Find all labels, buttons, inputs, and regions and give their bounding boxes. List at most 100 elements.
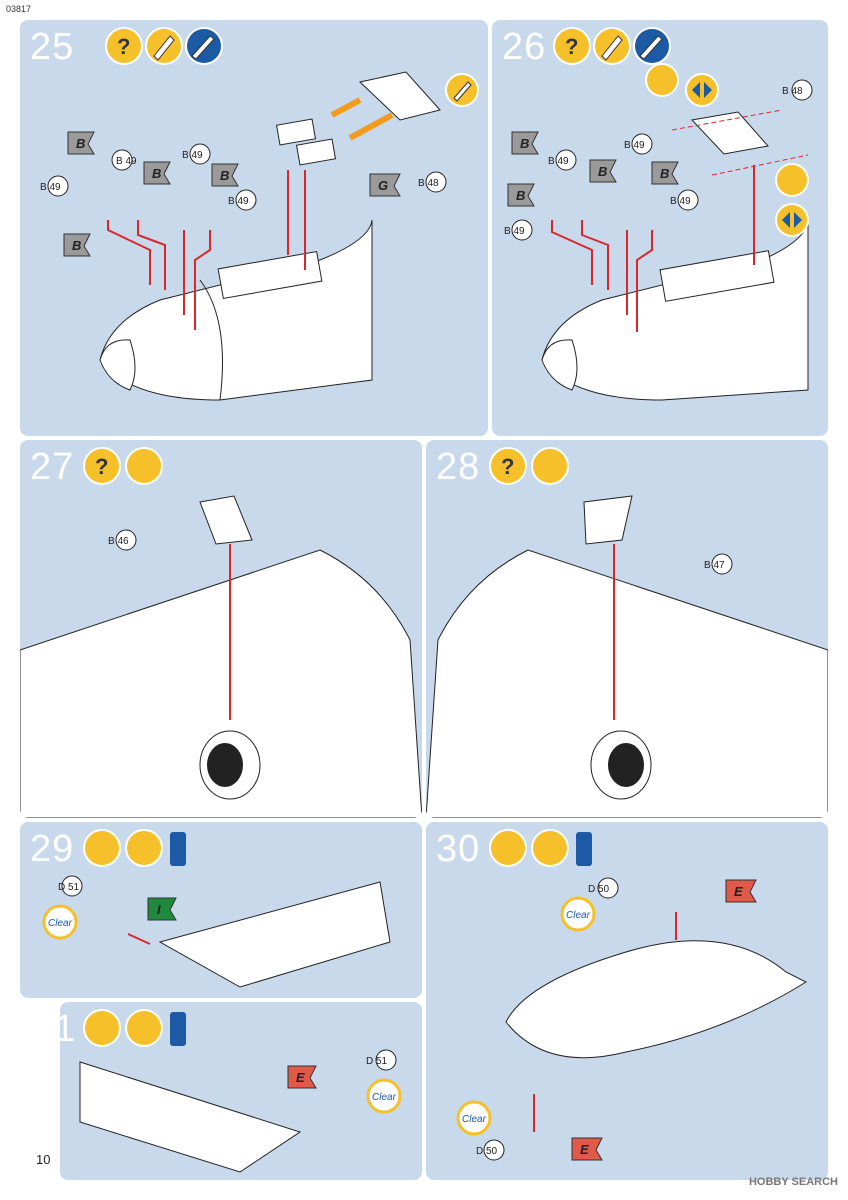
paint-brush-icon xyxy=(633,27,671,65)
part-label: D 50 xyxy=(588,877,619,899)
step-29-drawing: I Clear D 51 xyxy=(42,829,391,988)
flag-e: E xyxy=(725,879,757,903)
svg-text:Clear: Clear xyxy=(372,1092,397,1103)
svg-text:B: B xyxy=(220,168,229,183)
svg-text:D 50: D 50 xyxy=(476,1146,498,1157)
clear-icon: Clear xyxy=(366,1078,402,1114)
svg-text:Clear: Clear xyxy=(462,1114,487,1125)
svg-text:?: ? xyxy=(565,34,578,59)
step-number: 28 xyxy=(436,446,481,488)
step-31-drawing: E Clear D 51 xyxy=(79,1009,402,1173)
glue-icon xyxy=(445,73,479,107)
part-label: B 49 xyxy=(111,149,137,171)
step-29-panel: 29 I Clear D 51 xyxy=(20,822,422,998)
svg-text:B 48: B 48 xyxy=(418,178,439,189)
part-label: B 49 xyxy=(548,149,577,171)
svg-text:B 49: B 49 xyxy=(182,150,203,161)
svg-text:I: I xyxy=(157,902,161,917)
step-27-drawing: ? B 46 xyxy=(20,447,422,818)
watermark: HOBBY SEARCH xyxy=(748,1176,838,1188)
svg-text:B: B xyxy=(152,166,161,181)
glue-icon xyxy=(83,829,121,867)
flag-b: B xyxy=(63,233,91,257)
flip-icon xyxy=(775,203,809,237)
step-number: 26 xyxy=(502,26,547,68)
svg-text:B 47: B 47 xyxy=(704,560,725,571)
svg-text:D 51: D 51 xyxy=(366,1056,388,1067)
svg-text:B 49: B 49 xyxy=(40,182,61,193)
svg-text:B 49: B 49 xyxy=(116,156,137,167)
paint-bottle-icon xyxy=(576,832,592,866)
step-25-drawing: ? B B B B G B 49 B 49 B 49 B 49 B 48 xyxy=(40,27,479,401)
flag-b: B xyxy=(507,183,535,207)
glue-icon xyxy=(83,1009,121,1047)
svg-text:E: E xyxy=(580,1142,589,1157)
flag-e: E xyxy=(571,1137,603,1161)
info-icon: ? xyxy=(553,27,591,65)
svg-text:B: B xyxy=(598,164,607,179)
step-30-drawing: E E Clear Clear D 50 D 50 xyxy=(456,829,808,1161)
svg-text:D 51: D 51 xyxy=(58,882,80,893)
paint-bottle-icon xyxy=(170,1012,186,1046)
paint-brush-icon xyxy=(185,27,223,65)
svg-text:Clear: Clear xyxy=(48,918,73,929)
step-number: 31 xyxy=(60,1008,77,1050)
clear-icon: Clear xyxy=(42,904,78,940)
glue-icon xyxy=(645,63,679,97)
flag-b: B xyxy=(211,163,239,187)
part-label: B 49 xyxy=(504,219,533,241)
glue-icon xyxy=(593,27,631,65)
clear-icon: Clear xyxy=(560,896,596,932)
info-icon: ? xyxy=(83,447,121,485)
document-code: 03817 xyxy=(6,4,32,14)
step-number: 27 xyxy=(30,446,75,488)
step-30-panel: 30 E E Clear Clear D 50 D 50 xyxy=(426,822,828,1180)
flag-b: B xyxy=(589,159,617,183)
svg-text:B: B xyxy=(516,188,525,203)
step-25-panel: 25 ? B B B B G B 49 B 49 B 49 B xyxy=(20,20,488,436)
part-label: B 48 xyxy=(418,171,447,193)
flag-e: E xyxy=(287,1065,317,1089)
glue-icon xyxy=(125,447,163,485)
svg-text:B 48: B 48 xyxy=(782,86,803,97)
step-31-panel: 31 E Clear D 51 xyxy=(60,1002,422,1180)
svg-text:E: E xyxy=(734,884,743,899)
glue-icon xyxy=(531,447,569,485)
paint-bottle-icon xyxy=(170,832,186,866)
flip-icon xyxy=(685,73,719,107)
part-label: B 48 xyxy=(782,79,813,101)
step-28-panel: 28 ? B 47 xyxy=(426,440,828,818)
svg-text:?: ? xyxy=(95,454,108,479)
flag-b: B xyxy=(143,161,171,185)
svg-text:D 50: D 50 xyxy=(588,884,610,895)
part-label: D 51 xyxy=(58,875,83,897)
part-label: D 50 xyxy=(476,1139,505,1161)
svg-text:G: G xyxy=(378,178,388,193)
svg-text:B: B xyxy=(660,166,669,181)
flag-b: B xyxy=(67,131,95,155)
paint-brush-icon xyxy=(531,829,569,867)
part-label: D 51 xyxy=(366,1049,397,1071)
info-icon: ? xyxy=(105,27,143,65)
part-label: B 49 xyxy=(624,133,653,155)
svg-text:?: ? xyxy=(117,34,130,59)
step-27-panel: 27 ? B 46 xyxy=(20,440,422,818)
svg-text:B 49: B 49 xyxy=(548,156,569,167)
svg-text:B: B xyxy=(76,136,85,151)
svg-text:Clear: Clear xyxy=(566,910,591,921)
part-label: B 47 xyxy=(704,553,733,575)
flag-b: B xyxy=(511,131,539,155)
part-label: B 49 xyxy=(40,175,69,197)
step-28-drawing: ? B 47 xyxy=(426,447,828,818)
info-icon: ? xyxy=(489,447,527,485)
svg-text:B 49: B 49 xyxy=(624,140,645,151)
flag-b: B xyxy=(651,161,679,185)
step-number: 30 xyxy=(436,828,481,870)
paint-brush-icon xyxy=(125,829,163,867)
step-number: 25 xyxy=(30,26,75,68)
glue-icon xyxy=(145,27,183,65)
part-label: B 49 xyxy=(228,189,257,211)
svg-text:B 49: B 49 xyxy=(670,196,691,207)
svg-text:E: E xyxy=(296,1070,305,1085)
clear-icon: Clear xyxy=(456,1100,492,1136)
